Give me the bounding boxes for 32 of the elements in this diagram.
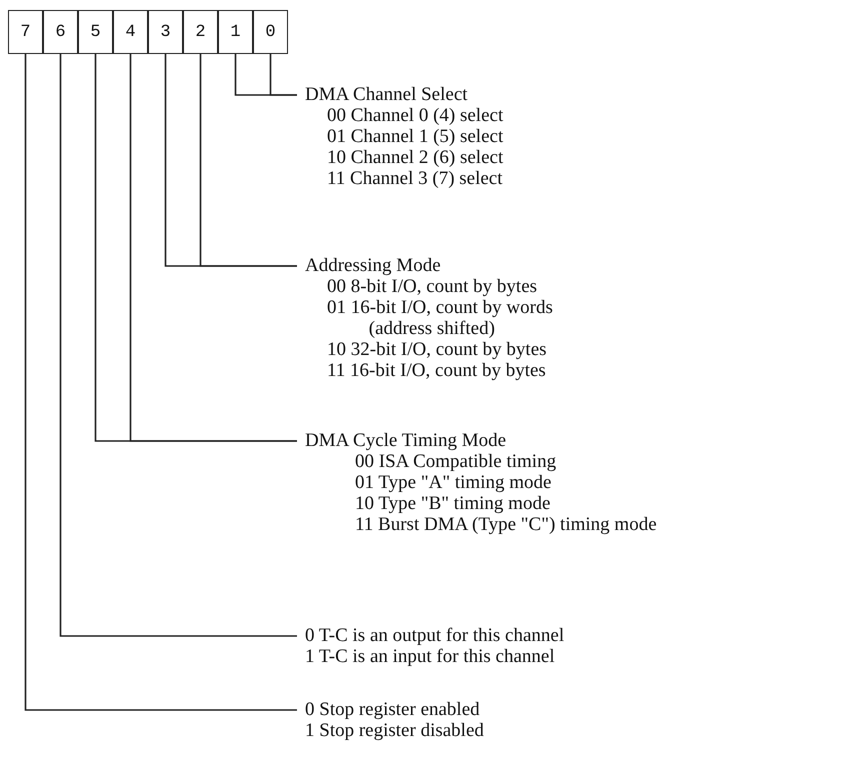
leader-line <box>130 54 297 442</box>
register-bit: 3 <box>148 10 183 54</box>
option-description: 11 16-bit I/O, count by bytes <box>327 360 547 381</box>
option-description: 0 T-C is an output for this channel <box>305 625 566 646</box>
register-bit: 6 <box>43 10 78 54</box>
option-description: 00 ISA Compatible timing <box>355 451 558 472</box>
field-heading: Addressing Mode <box>305 255 442 276</box>
register-bit: 2 <box>183 10 218 54</box>
register-bit: 7 <box>8 10 43 54</box>
leader-line <box>270 54 297 96</box>
option-description: 1 T-C is an input for this channel <box>305 646 556 667</box>
option-description: 00 Channel 0 (4) select <box>327 105 504 126</box>
option-description: 01 Channel 1 (5) select <box>327 126 504 147</box>
register-bit: 5 <box>78 10 113 54</box>
leader-line <box>60 54 297 637</box>
register-bit: 0 <box>253 10 288 54</box>
option-description: 01 Type "A" timing mode <box>355 472 552 493</box>
field-heading: DMA Channel Select <box>305 84 469 105</box>
option-description: 00 8-bit I/O, count by bytes <box>327 276 538 297</box>
option-description: 0 Stop register enabled <box>305 699 481 720</box>
option-description: 01 16-bit I/O, count by words (address shifted) <box>327 297 554 339</box>
leader-line <box>200 54 297 267</box>
register-bit: 4 <box>113 10 148 54</box>
option-description: 11 Burst DMA (Type "C") timing mode <box>355 514 658 535</box>
option-description: 10 Type "B" timing mode <box>355 493 552 514</box>
option-description: 10 Channel 2 (6) select <box>327 147 504 168</box>
option-description: 11 Channel 3 (7) select <box>327 168 504 189</box>
register-bit: 1 <box>218 10 253 54</box>
option-description: 1 Stop register disabled <box>305 720 485 741</box>
leader-line <box>24 54 297 711</box>
field-heading: DMA Cycle Timing Mode <box>305 430 508 451</box>
option-description: 10 32-bit I/O, count by bytes <box>327 339 548 360</box>
